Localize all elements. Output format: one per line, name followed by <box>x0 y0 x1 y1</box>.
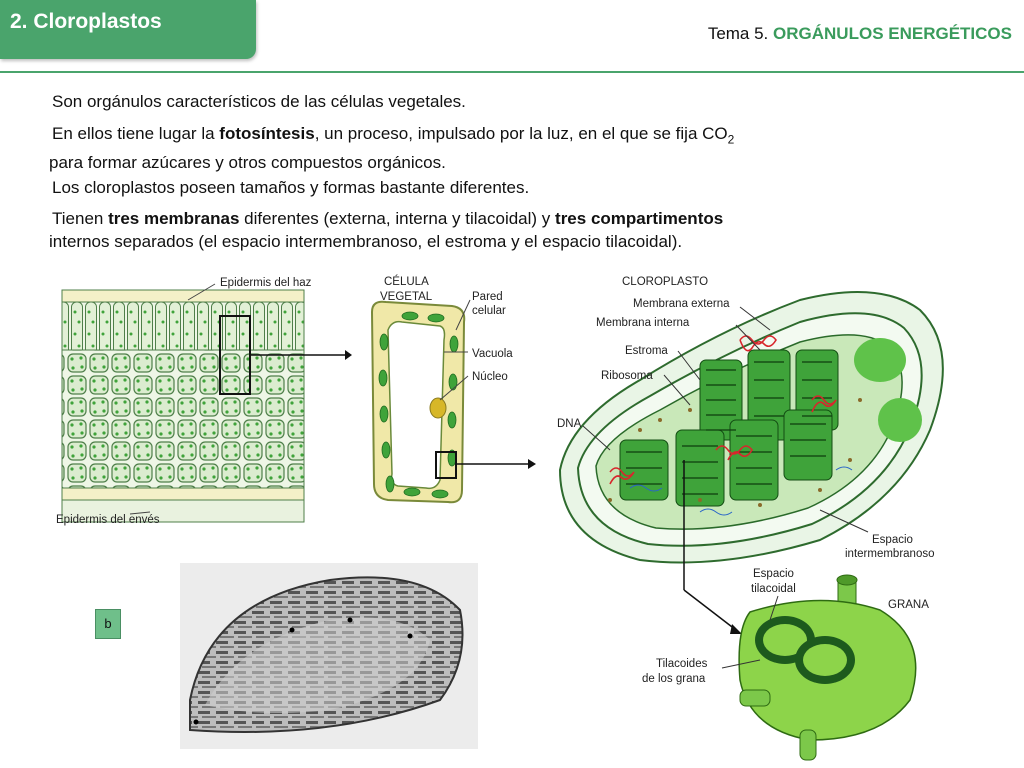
label-nucleus: Núcleo <box>472 371 508 383</box>
topic-title: ORGÁNULOS ENERGÉTICOS <box>773 24 1012 43</box>
label-grana-title: GRANA <box>888 599 929 611</box>
label-thylakoid-space-2: tilacoidal <box>751 583 796 595</box>
section-title: 2. Cloroplastos <box>10 10 162 33</box>
label-thylakoid-space-1: Espacio <box>753 568 794 580</box>
paragraph-2-line-2: para formar azúcares y otros compuestos … <box>49 153 446 173</box>
label-cell-wall-2: celular <box>472 305 506 317</box>
chloroplast-diagram <box>558 291 944 634</box>
paragraph-4: Tienen tres membranas diferentes (extern… <box>49 207 852 253</box>
header-divider <box>0 71 1024 73</box>
label-cell-wall-1: Pared <box>472 291 503 303</box>
topic-header: Tema 5. ORGÁNULOS ENERGÉTICOS <box>708 24 1012 44</box>
label-ribosome: Ribosoma <box>601 370 653 382</box>
paragraph-1-text: Son orgánulos característicos de las cél… <box>52 92 466 111</box>
paragraph-3: Los cloroplastos poseen tamaños y formas… <box>52 176 852 199</box>
paragraph-2-bold: fotosíntesis <box>219 124 315 143</box>
paragraph-4-line-2: internos separados (el espacio intermemb… <box>49 232 683 251</box>
label-thylakoids-1: Tilacoides <box>656 658 708 670</box>
paragraph-2-text-a: En ellos tiene lugar la <box>52 124 220 143</box>
paragraph-4-bold-1: tres membranas <box>108 209 240 228</box>
grana-diagram <box>721 574 917 761</box>
paragraph-3-text: Los cloroplastos poseen tamaños y formas… <box>52 178 530 197</box>
paragraph-4-text-b: diferentes (externa, interna y tilacoida… <box>239 209 556 228</box>
label-intermembrane-2: intermembranoso <box>845 548 934 560</box>
paragraph-2-text-b: , un proceso, impulsado por la luz, en e… <box>314 124 728 143</box>
micrograph-badge: b <box>95 609 121 639</box>
label-cell-title-1: CÉLULA <box>384 275 429 288</box>
paragraph-4-text-a: Tienen <box>52 209 109 228</box>
plant-cell-diagram <box>370 299 536 504</box>
label-dna: DNA <box>557 418 582 430</box>
label-thylakoids-2: de los grana <box>642 673 706 685</box>
label-epidermis-bottom: Epidermis del envés <box>56 514 160 526</box>
paragraph-2-subscript: 2 <box>727 132 735 147</box>
paragraph-4-line-1: Tienen tres membranas diferentes (extern… <box>52 207 852 230</box>
paragraph-4-bold-2: tres compartimentos <box>555 209 724 228</box>
section-title-box: 2. Cloroplastos <box>0 0 256 59</box>
topic-prefix: Tema 5. <box>707 24 769 43</box>
paragraph-2-line-1: En ellos tiene lugar la fotosíntesis, un… <box>52 122 852 151</box>
label-vacuole: Vacuola <box>472 348 513 360</box>
label-epidermis-top: Epidermis del haz <box>220 277 312 289</box>
electron-micrograph <box>180 563 478 749</box>
label-stroma: Estroma <box>625 345 668 357</box>
label-outer-membrane: Membrana externa <box>633 298 730 310</box>
paragraph-2: En ellos tiene lugar la fotosíntesis, un… <box>49 122 852 174</box>
label-cell-title-2: VEGETAL <box>380 291 433 303</box>
paragraph-1: Son orgánulos característicos de las cél… <box>52 90 852 113</box>
label-inner-membrane: Membrana interna <box>596 317 690 329</box>
label-intermembrane-1: Espacio <box>872 534 913 546</box>
label-chloroplast-title: CLOROPLASTO <box>622 276 708 288</box>
leaf-cross-section <box>61 283 352 523</box>
